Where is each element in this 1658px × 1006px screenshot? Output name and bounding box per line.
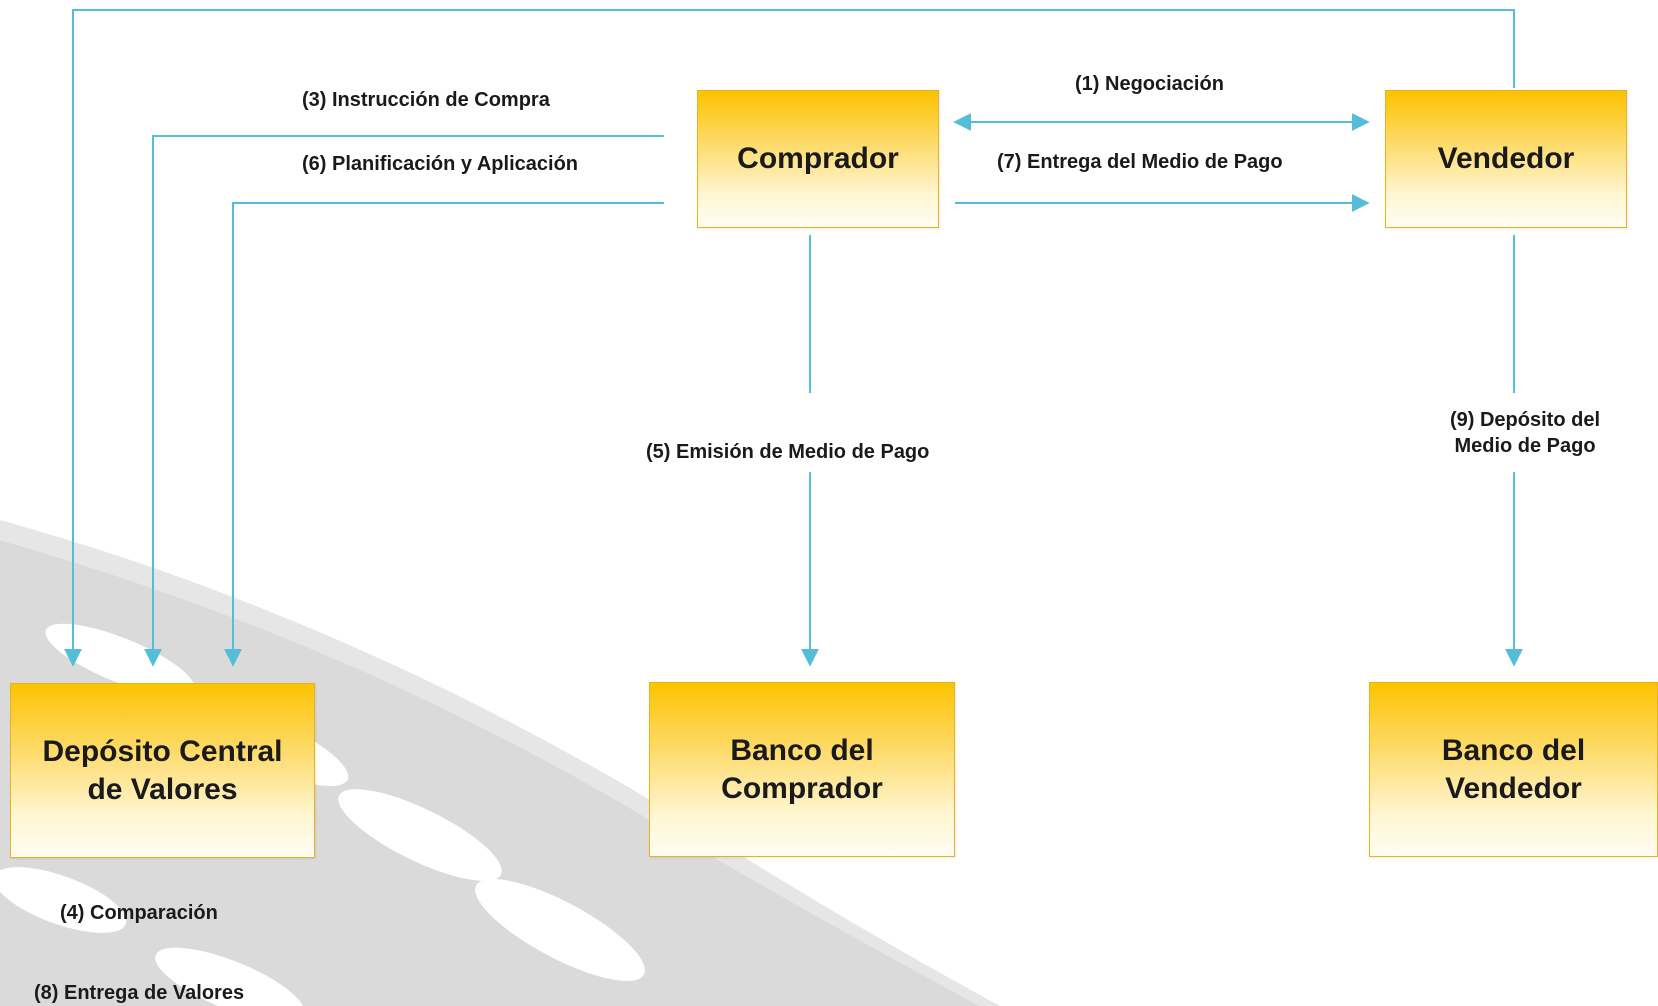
node-banco-comprador: Banco del Comprador [649,682,955,857]
label-planificacion: (6) Planificación y Aplicación [302,153,578,175]
watermark-hole [475,879,645,981]
watermark-hole [155,947,305,1006]
watermark-band-edge [0,520,1000,1006]
node-banco-vendedor: Banco del Vendedor [1369,682,1658,857]
watermark-hole [45,623,195,697]
label-comparacion: (4) Comparación [60,902,218,924]
label-emision-medio-pago: (5) Emisión de Medio de Pago [646,441,930,463]
label-entrega-medio-pago: (7) Entrega del Medio de Pago [997,151,1283,173]
node-banco-vendedor-label: Banco del Vendedor [1441,733,1586,805]
connector-vendedor-to-deposito [64,9,1515,667]
label-entrega-valores: (8) Entrega de Valores [34,982,245,1004]
node-vendedor-label: Vendedor [1437,142,1575,175]
node-vendedor: Vendedor [1385,90,1627,228]
connector-planificacion [224,202,664,667]
watermark-band [0,540,980,1006]
node-comprador: Comprador [697,90,939,228]
label-negociacion: (1) Negociación [1075,73,1224,95]
node-deposito-central-label: Depósito Central de Valores [42,734,283,806]
connector-instruccion-compra [144,135,664,667]
watermark-hole [338,789,502,881]
node-comprador-label: Comprador [737,142,899,175]
watermark-hole [0,867,127,933]
node-banco-comprador-label: Banco del Comprador [721,733,883,805]
node-deposito-central: Depósito Central de Valores [10,683,315,858]
label-deposito-medio-pago: (9) Depósito del Medio de Pago [1449,409,1600,457]
label-instruccion-compra: (3) Instrucción de Compra [302,89,550,111]
